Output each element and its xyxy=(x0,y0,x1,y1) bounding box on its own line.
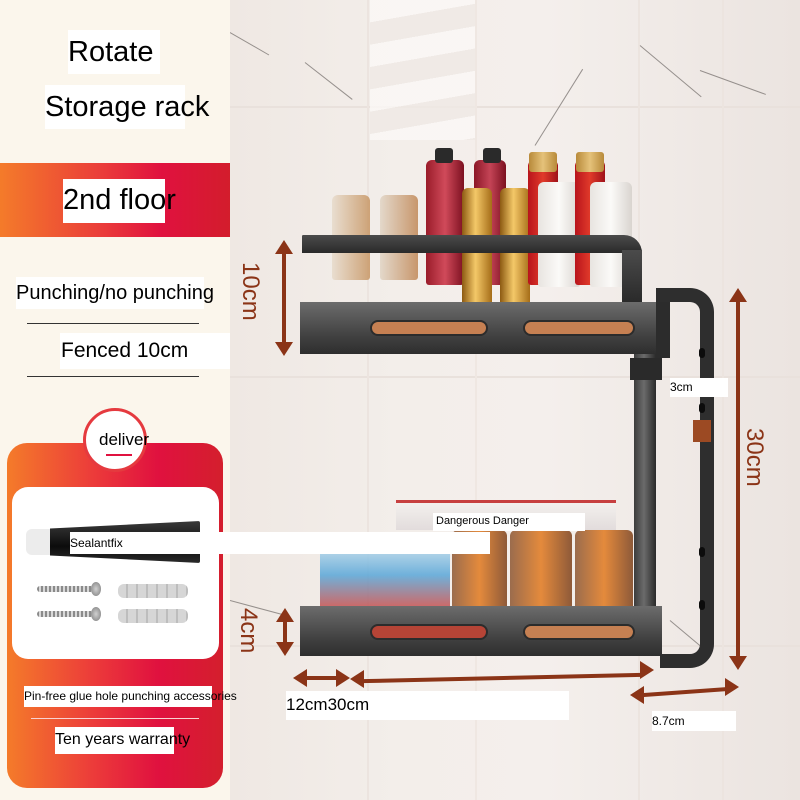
wall-anchor-icon xyxy=(118,584,188,598)
title-line-1: Rotate xyxy=(68,30,160,74)
info-panel: Rotate Storage rack 2nd floor Punching/n… xyxy=(0,0,263,800)
product-photo xyxy=(230,0,800,800)
deliver-badge xyxy=(83,408,147,472)
product-box-label: Dangerous Danger xyxy=(433,513,585,531)
fence-height-label: Fenced 10cm xyxy=(60,333,263,369)
dimension-fence-lower: 4cm xyxy=(235,608,262,654)
card-divider xyxy=(31,718,199,719)
accessories-label: Pin-free glue hole punching accessories xyxy=(24,686,237,707)
divider xyxy=(27,323,199,324)
dimension-fence-upper: 10cm xyxy=(237,262,264,321)
divider xyxy=(27,376,199,377)
warranty-label: Ten years warranty xyxy=(55,727,190,754)
screw-icon xyxy=(37,607,103,621)
title-line-2: Storage rack xyxy=(45,85,209,129)
accessory-kit-box xyxy=(12,487,219,659)
deliver-underline xyxy=(106,454,132,456)
upper-shelf-rail xyxy=(302,235,642,253)
wall-anchor-icon xyxy=(118,609,188,623)
wall-bracket xyxy=(660,288,714,668)
dimension-total-height: 30cm xyxy=(741,428,768,487)
dimension-depth-width: 12cm30cm xyxy=(286,691,569,720)
floor-label: 2nd floor xyxy=(63,179,176,223)
dimension-bracket-depth: 8.7cm xyxy=(652,711,736,731)
screw-icon xyxy=(37,582,103,596)
rotating-pole xyxy=(634,354,656,614)
dimension-pole-diameter: 3cm xyxy=(670,378,728,397)
mount-option-label: Punching/no punching xyxy=(16,277,214,309)
deliver-label: deliver xyxy=(99,430,150,449)
sealant-label: Sealantfix xyxy=(70,532,490,554)
